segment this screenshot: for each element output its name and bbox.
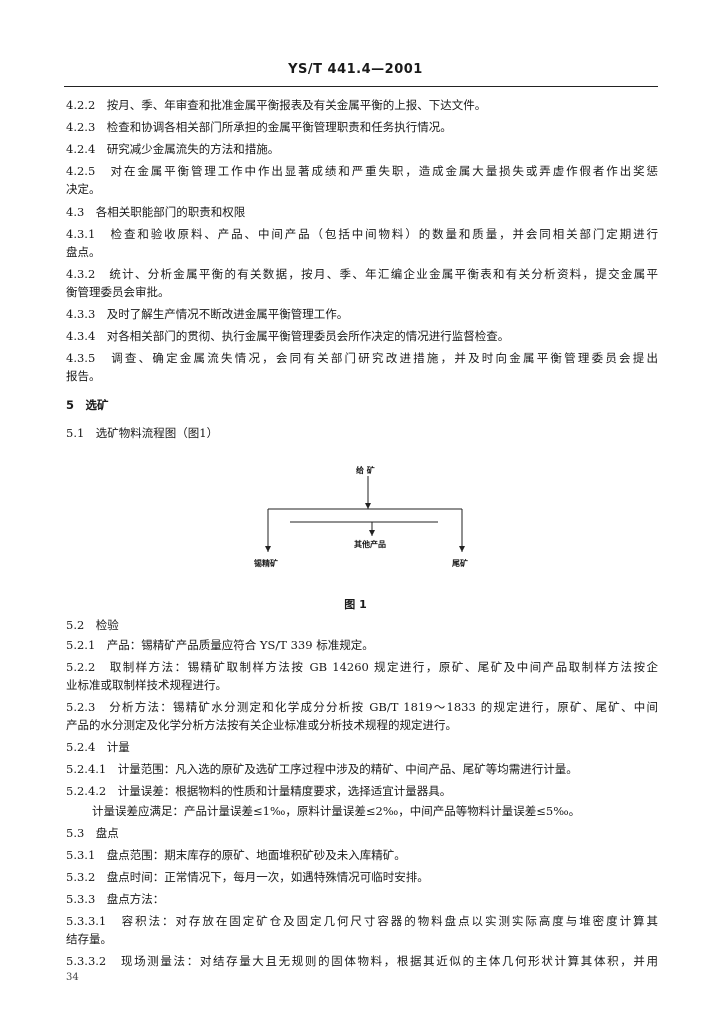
clause-5-2-4-2: 5.2.4.2 计量误差：根据物料的性质和计量精度要求，选择适宜计量器具。 — [66, 784, 452, 798]
clause-5-2-3-cont: 产品的水分测定及化学分析方法按有关企业标准或分析技术规程的规定进行。 — [66, 718, 457, 732]
clause-4-3-2: 4.3.2 统计、分析金属平衡的有关数据，按月、季、年汇编企业金属平衡表和有关分… — [66, 267, 658, 281]
clause-5-1: 5.1 选矿物料流程图（图1） — [66, 426, 219, 440]
section-5-title: 5 选矿 — [66, 398, 109, 412]
clause-4-3-5-cont: 报告。 — [66, 369, 101, 383]
clause-5-3-3-2: 5.3.3.2 现场测量法：对结存量大且无规则的固体物料，根据其近似的主体几何形… — [66, 954, 658, 968]
page-header: YS/T 441.4—2001 — [288, 62, 423, 77]
clause-5-3-1: 5.3.1 盘点范围：期末库存的原矿、地面堆积矿砂及未入库精矿。 — [66, 848, 406, 862]
clause-5-2: 5.2 检验 — [66, 618, 119, 632]
clause-5-2-1: 5.2.1 产品：锡精矿产品质量应符合 YS/T 339 标准规定。 — [66, 638, 374, 652]
clause-5-2-2-cont: 业标准或取制样技术规程进行。 — [66, 678, 227, 692]
clause-5-2-4: 5.2.4 计量 — [66, 740, 130, 754]
header-rule — [64, 86, 658, 87]
clause-5-3-3: 5.3.3 盘点方法： — [66, 892, 165, 906]
clause-4-2-5-cont: 决定。 — [66, 182, 101, 196]
clause-4-3-3: 4.3.3 及时了解生产情况不断改进金属平衡管理工作。 — [66, 307, 349, 321]
clause-5-3: 5.3 盘点 — [66, 826, 119, 840]
page-number: 34 — [66, 972, 79, 983]
figure-caption: 图 1 — [344, 598, 367, 611]
flowchart-lines — [265, 476, 465, 552]
clause-4-2-2: 4.2.2 按月、季、年审查和批准金属平衡报表及有关金属平衡的上报、下达文件。 — [66, 98, 487, 112]
clause-4-2-5: 4.2.5 对在金属平衡管理工作中作出显著成绩和严重失职，造成金属大量损失或弄虚… — [66, 164, 658, 178]
flow-label-other-products: 其他产品 — [354, 540, 386, 549]
flow-label-feed: 给 矿 — [356, 466, 375, 475]
clause-4-3: 4.3 各相关职能部门的职责和权限 — [66, 205, 246, 219]
clause-4-3-5: 4.3.5 调查、确定金属流失情况，会同有关部门研究改进措施，并及时向金属平衡管… — [66, 351, 658, 365]
clause-5-2-4-2-note: 计量误差应满足：产品计量误差≤1‰，原料计量误差≤2‰，中间产品等物料计量误差≤… — [92, 804, 581, 818]
clause-5-3-3-1-cont: 结存量。 — [66, 932, 112, 946]
clause-5-3-2: 5.3.2 盘点时间：正常情况下，每月一次，如遇特殊情况可临时安排。 — [66, 870, 429, 884]
clause-5-2-4-1: 5.2.4.1 计量范围：凡入选的原矿及选矿工序过程中涉及的精矿、中间产品、尾矿… — [66, 762, 578, 776]
clause-4-2-3: 4.2.3 检查和协调各相关部门所承担的金属平衡管理职责和任务执行情况。 — [66, 120, 452, 134]
flow-label-tin-concentrate: 锡精矿 — [254, 559, 278, 568]
clause-4-3-1-cont: 盘点。 — [66, 245, 101, 259]
clause-4-3-4: 4.3.4 对各相关部门的贯彻、执行金属平衡管理委员会所作决定的情况进行监督检查… — [66, 329, 510, 343]
clause-4-3-1: 4.3.1 检查和验收原料、产品、中间产品（包括中间物料）的数量和质量，并会同相… — [66, 227, 658, 241]
flow-label-tailings: 尾矿 — [452, 559, 468, 568]
clause-4-3-2-cont: 衡管理委员会审批。 — [66, 285, 170, 299]
clause-5-2-2: 5.2.2 取制样方法：锡精矿取制样方法按 GB 14260 规定进行，原矿、尾… — [66, 660, 658, 674]
clause-5-2-3: 5.2.3 分析方法：锡精矿水分测定和化学成分分析按 GB/T 1819～183… — [66, 700, 658, 714]
flowchart: 给 矿 其他产品 锡精矿 尾矿 — [250, 462, 480, 582]
clause-4-2-4: 4.2.4 研究减少金属流失的方法和措施。 — [66, 142, 280, 156]
clause-5-3-3-1: 5.3.3.1 容积法：对存放在固定矿仓及固定几何尺寸容器的物料盘点以实测实际高… — [66, 914, 658, 928]
